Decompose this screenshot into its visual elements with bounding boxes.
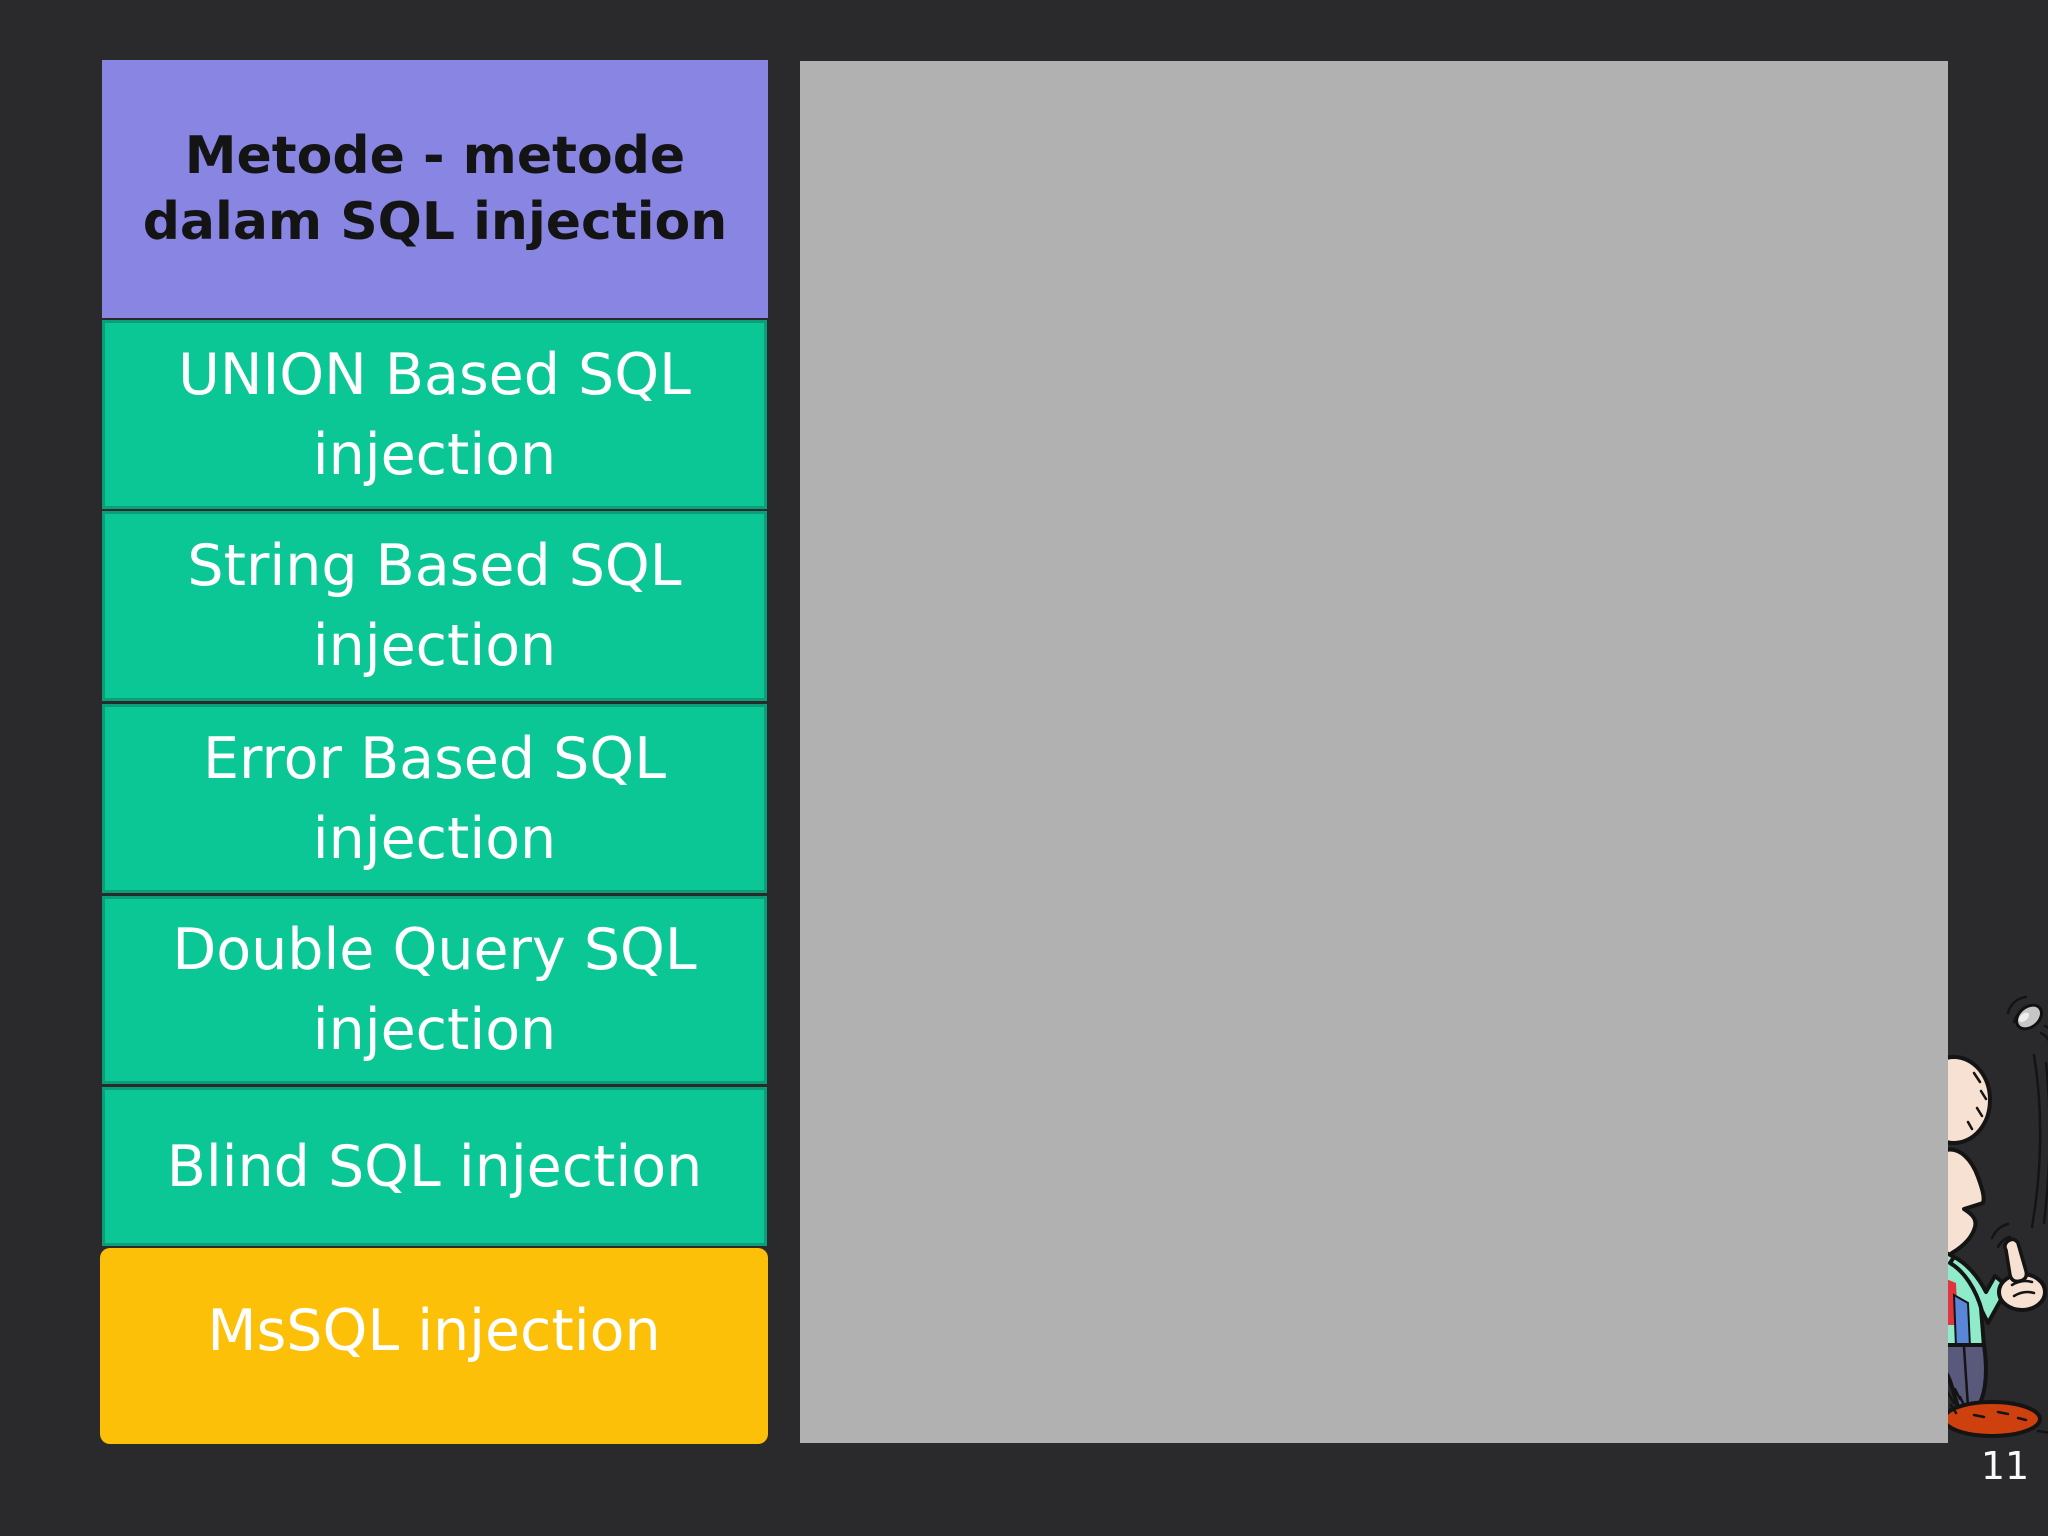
method-label: MsSQL injection — [207, 1298, 661, 1364]
cartoon-pants-crease — [1962, 1346, 1970, 1408]
method-box-blind: Blind SQL injection — [102, 1087, 767, 1246]
cartoon-head-hatching — [1966, 1071, 1988, 1131]
method-box-double-query: Double Query SQL injection — [102, 896, 767, 1084]
method-label: UNION Based SQL injection — [178, 341, 691, 488]
image-placeholder — [800, 61, 1948, 1443]
method-box-mssql: MsSQL injection — [100, 1248, 768, 1444]
page-number: 11 — [1980, 1444, 2030, 1488]
cartoon-man — [1948, 995, 2048, 1438]
method-box-string: String Based SQL injection — [102, 511, 767, 701]
slide-title-box: Metode - metode dalam SQL injection — [102, 60, 768, 318]
method-label: Blind SQL injection — [166, 1133, 703, 1200]
cartoon-thumb — [2003, 1237, 2029, 1284]
cartoon-hand-lines — [1990, 1222, 2036, 1298]
cartoon-shoe — [1948, 1400, 2042, 1438]
coin-icon — [2014, 1003, 2044, 1031]
cartoon-face — [1948, 1147, 1986, 1259]
cartoon-shoe-marks — [1948, 1387, 2048, 1434]
cartoon-vest — [1952, 1293, 1972, 1348]
method-box-union: UNION Based SQL injection — [102, 320, 767, 509]
cartoon-head — [1948, 1055, 1992, 1145]
slide-title-line2: dalam SQL injection — [142, 192, 728, 252]
coin-motion-lines — [2006, 995, 2048, 1229]
slide-title-line1: Metode - metode — [184, 126, 686, 186]
method-box-error: Error Based SQL injection — [102, 704, 767, 893]
method-label: Double Query SQL injection — [172, 917, 697, 1063]
method-label: String Based SQL injection — [187, 533, 682, 679]
method-label: Error Based SQL injection — [203, 725, 666, 872]
